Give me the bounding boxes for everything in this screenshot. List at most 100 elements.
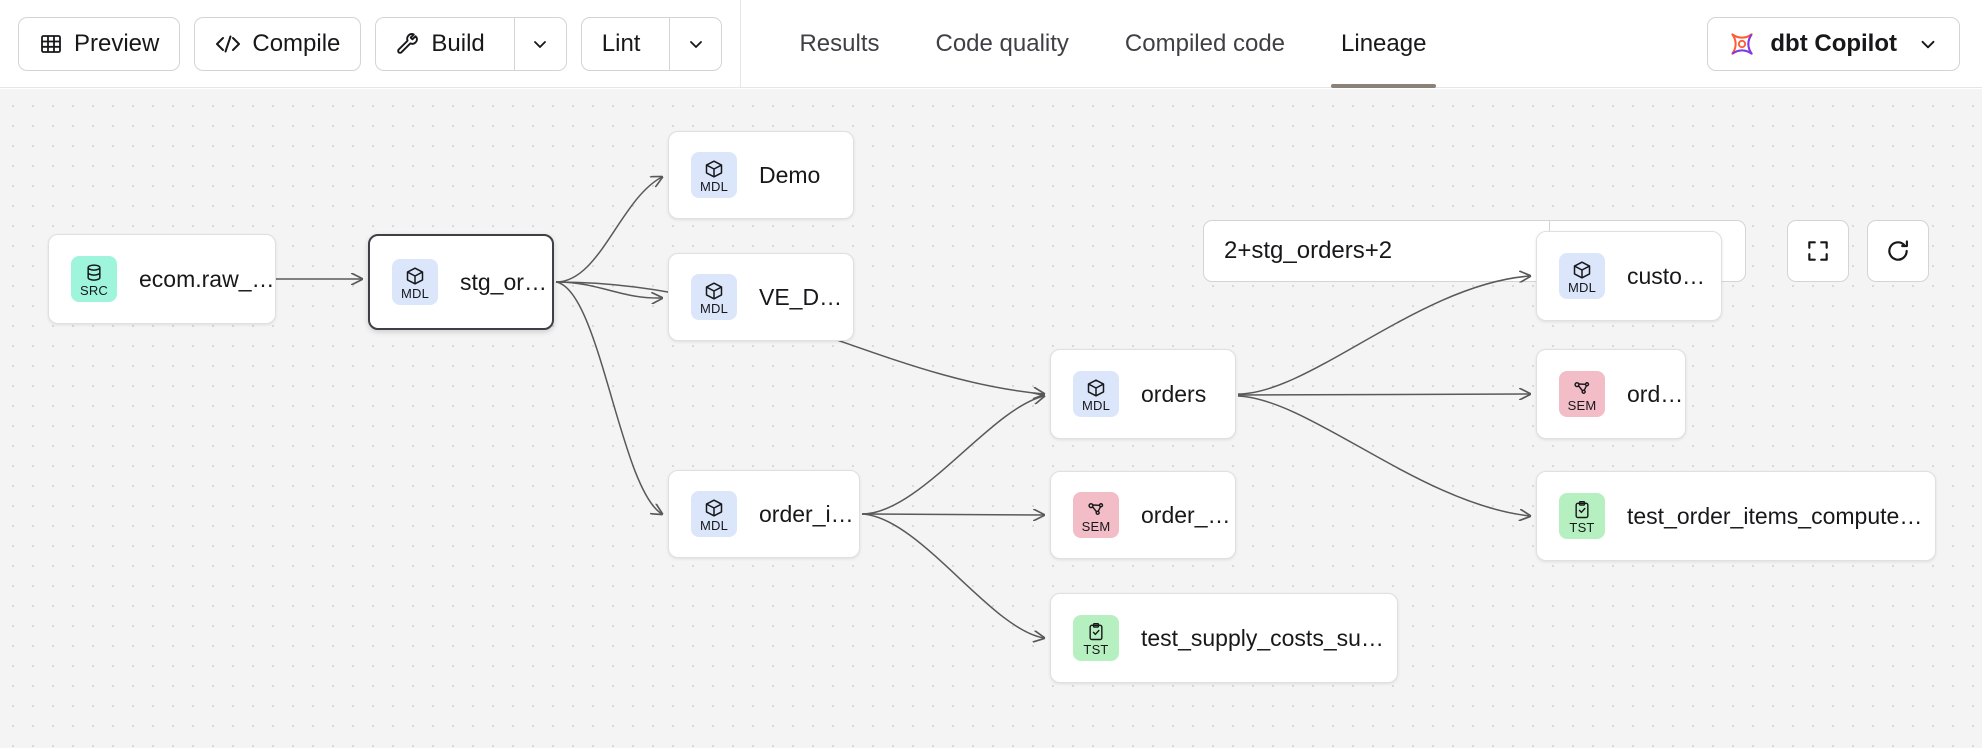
build-button[interactable]: Build xyxy=(376,18,502,70)
edge-stg-orders-to-order-items xyxy=(555,281,662,514)
lint-dropdown-toggle[interactable] xyxy=(669,17,721,70)
cube-icon xyxy=(1086,376,1106,398)
badge-tst-label: TST xyxy=(1569,520,1595,535)
node-label: test_order_items_compute_to_bools_c… xyxy=(1627,502,1935,529)
cube-icon xyxy=(1572,258,1592,280)
node-label: order_item xyxy=(1141,501,1235,528)
wrench-icon xyxy=(396,32,420,56)
chevron-down-icon xyxy=(1917,33,1939,55)
refresh-button[interactable] xyxy=(1867,220,1929,282)
tab-lineage[interactable]: Lineage xyxy=(1313,0,1454,88)
badge-src-label: SRC xyxy=(79,283,109,298)
badge-mdl-label: MDL xyxy=(400,286,430,301)
cube-icon xyxy=(704,279,724,301)
preview-button-label: Preview xyxy=(74,29,160,57)
badge-sem: SEM xyxy=(1073,492,1119,538)
node-label: stg_orders xyxy=(460,268,552,295)
node-selector-input[interactable] xyxy=(1204,221,1549,281)
node-test-supply-costs[interactable]: TST test_supply_costs_sum_correctly xyxy=(1050,593,1398,683)
node-test-order-items-bools[interactable]: TST test_order_items_compute_to_bools_c… xyxy=(1536,471,1936,561)
result-tabs: Results Code quality Compiled code Linea… xyxy=(771,0,1454,88)
database-icon xyxy=(84,261,104,283)
tab-lineage-label: Lineage xyxy=(1341,29,1427,57)
fullscreen-icon xyxy=(1805,238,1831,264)
dbt-copilot-label: dbt Copilot xyxy=(1770,29,1897,57)
chevron-down-icon xyxy=(530,34,550,54)
compile-button[interactable]: Compile xyxy=(194,16,362,71)
badge-sem-label: SEM xyxy=(1081,519,1111,534)
node-order-items[interactable]: MDL order_items xyxy=(668,470,860,558)
badge-tst-label: TST xyxy=(1083,642,1109,657)
tab-compiled-code-label: Compiled code xyxy=(1124,29,1286,57)
node-label: orders xyxy=(1627,380,1685,407)
toolbar-divider xyxy=(740,0,742,88)
chevron-down-icon xyxy=(686,34,706,54)
node-label: orders xyxy=(1141,380,1207,407)
clipboard-check-icon xyxy=(1086,620,1106,642)
tab-compiled-code[interactable]: Compiled code xyxy=(1097,0,1313,88)
tab-results[interactable]: Results xyxy=(771,0,907,88)
node-ve-demo[interactable]: MDL VE_Demo xyxy=(668,253,854,341)
lineage-edges xyxy=(276,89,1982,748)
node-label: test_supply_costs_sum_correctly xyxy=(1141,624,1397,651)
badge-tst: TST xyxy=(1073,615,1119,661)
compile-button-label: Compile xyxy=(252,29,341,57)
cube-icon xyxy=(405,264,425,286)
edge-orders-to-customers xyxy=(1237,276,1530,395)
cube-icon xyxy=(704,496,724,518)
badge-mdl: MDL xyxy=(392,259,438,305)
badge-mdl-label: MDL xyxy=(699,301,729,316)
preview-button[interactable]: Preview xyxy=(18,16,181,71)
edge-order-items-to-orders xyxy=(861,396,1044,515)
tab-code-quality[interactable]: Code quality xyxy=(908,0,1097,88)
node-label: order_items xyxy=(759,500,859,527)
node-label: Demo xyxy=(759,161,821,188)
node-orders-model[interactable]: MDL orders xyxy=(1050,349,1236,439)
node-order-item-semantic[interactable]: SEM order_item xyxy=(1050,471,1236,559)
lineage-canvas[interactable]: Update Graph xyxy=(0,89,1982,748)
dbt-copilot-button[interactable]: dbt Copilot xyxy=(1707,16,1960,71)
lint-button-label: Lint xyxy=(601,29,641,57)
edge-order-items-to-order-item xyxy=(861,514,1044,515)
semantic-icon xyxy=(1572,376,1592,398)
fullscreen-button[interactable] xyxy=(1787,220,1849,282)
badge-sem: SEM xyxy=(1559,371,1605,417)
lint-button[interactable]: Lint xyxy=(582,18,659,70)
node-orders-semantic[interactable]: SEM orders xyxy=(1536,349,1686,439)
node-demo[interactable]: MDL Demo xyxy=(668,131,854,219)
badge-mdl: MDL xyxy=(691,274,737,320)
semantic-icon xyxy=(1086,497,1106,519)
tab-results-label: Results xyxy=(799,29,880,57)
badge-mdl-label: MDL xyxy=(1081,398,1111,413)
refresh-icon xyxy=(1885,238,1911,264)
clipboard-check-icon xyxy=(1572,498,1592,520)
code-brackets-icon xyxy=(215,33,241,55)
edge-orders-to-test-bools xyxy=(1237,395,1530,516)
badge-mdl: MDL xyxy=(691,152,737,198)
node-label: VE_Demo xyxy=(759,283,853,310)
build-button-group: Build xyxy=(375,16,567,71)
edge-stg-orders-to-demo xyxy=(555,177,662,283)
badge-mdl-label: MDL xyxy=(699,518,729,533)
table-icon xyxy=(39,32,63,56)
action-button-group: Preview Compile Build xyxy=(0,16,723,71)
badge-tst: TST xyxy=(1559,493,1605,539)
node-label: ecom.raw_orders xyxy=(139,265,275,292)
cube-icon xyxy=(704,157,724,179)
tab-code-quality-label: Code quality xyxy=(935,29,1069,57)
edge-order-items-to-test-supply xyxy=(861,513,1044,638)
copilot-container: dbt Copilot xyxy=(1707,16,1982,71)
node-stg-orders[interactable]: MDL stg_orders xyxy=(368,234,554,330)
node-label: customers xyxy=(1627,262,1721,289)
build-button-label: Build xyxy=(431,29,485,57)
edge-orders-to-orders-sem xyxy=(1237,394,1530,395)
badge-mdl-label: MDL xyxy=(1567,280,1597,295)
node-ecom-raw-orders[interactable]: SRC ecom.raw_orders xyxy=(48,234,276,324)
badge-mdl: MDL xyxy=(1073,371,1119,417)
badge-mdl: MDL xyxy=(1559,253,1605,299)
badge-sem-label: SEM xyxy=(1567,398,1597,413)
lint-button-group: Lint xyxy=(580,16,723,71)
top-toolbar: Preview Compile Build xyxy=(0,0,1982,88)
build-dropdown-toggle[interactable] xyxy=(513,17,566,70)
node-customers[interactable]: MDL customers xyxy=(1536,231,1722,321)
